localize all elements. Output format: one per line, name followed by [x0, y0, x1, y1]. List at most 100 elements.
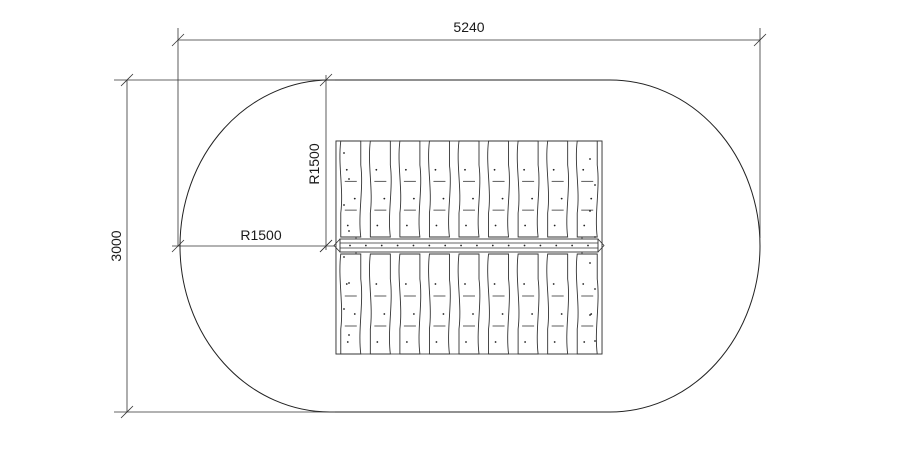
deck-bolt — [353, 197, 356, 200]
dimension-radius-horizontal: R1500 — [171, 227, 335, 253]
deck-post-bolt — [348, 230, 350, 232]
deck-bolt — [553, 341, 556, 343]
stadium-outline — [179, 79, 761, 413]
deck-beam-end-left — [333, 238, 341, 253]
deck-bolt — [494, 341, 497, 343]
deck-bolt — [412, 197, 415, 200]
deck-beam-bolt — [364, 244, 367, 247]
deck-plank-top-7 — [516, 140, 540, 238]
deck-bolt — [434, 168, 437, 171]
deck-bolt — [582, 283, 585, 285]
deck-bolt — [531, 197, 534, 200]
deck-beam-end-right — [597, 238, 605, 253]
dimension-label-length: 5240 — [453, 19, 484, 35]
deck-plank-bottom-3 — [398, 253, 422, 355]
deck-bolt — [353, 313, 356, 315]
deck-bolt — [494, 224, 497, 227]
deck-bolt — [472, 197, 474, 200]
deck-post-bolt — [343, 256, 345, 258]
deck-plank-bottom-6 — [487, 253, 510, 355]
deck-plank-top-4 — [428, 140, 451, 238]
deck-beam-bolt — [428, 244, 431, 247]
deck-bolt — [553, 224, 556, 227]
deck-post-bolt — [589, 314, 591, 316]
dimension-label-width: 3000 — [108, 230, 124, 261]
deck-bolt — [582, 168, 585, 171]
dimension-radius-vertical: R1500 — [306, 73, 333, 253]
dimension-label-radius-horizontal: R1500 — [240, 227, 281, 243]
deck-plank-top-6 — [487, 140, 510, 238]
deck-bolt — [435, 224, 438, 227]
deck-beam-bolt — [476, 244, 478, 247]
deck-post-bolt — [348, 282, 350, 284]
deck-bolt — [552, 283, 555, 285]
deck-plank-top-2 — [369, 140, 392, 238]
deck-plank-bottom-7 — [516, 253, 540, 355]
deck-beam-bolt — [412, 244, 415, 247]
deck-plank-top-9 — [575, 140, 599, 238]
deck-bolt — [524, 224, 527, 227]
deck-beam-bolt — [523, 244, 526, 247]
deck-post-bolt — [343, 152, 345, 154]
deck-plank-top-8 — [546, 140, 569, 238]
deck-post-bolt — [348, 178, 350, 180]
deck-bolt — [442, 197, 445, 200]
deck-beam-bolt — [396, 244, 399, 247]
deck-bolt — [493, 168, 496, 171]
deck-beam-bolt — [587, 244, 589, 247]
deck-beam-bolt — [380, 244, 383, 247]
deck-bolt — [590, 313, 593, 315]
deck-plank-bottom-4 — [428, 253, 451, 355]
deck-bolt — [501, 197, 504, 200]
deck-bolt — [501, 313, 504, 315]
deck-post-bolt — [343, 204, 345, 206]
deck-beam-bolt — [349, 244, 351, 247]
deck-post-bolt — [589, 262, 591, 264]
deck-bolt — [376, 341, 379, 343]
deck-bolt — [346, 341, 349, 343]
deck-bolt — [523, 168, 526, 171]
deck-plank-bottom-2 — [369, 253, 392, 355]
deck-bolt — [345, 168, 348, 171]
dimension-label-radius-vertical: R1500 — [306, 143, 322, 184]
deck-bolt — [404, 283, 407, 285]
deck-bolt — [346, 224, 349, 227]
deck-bolt — [531, 313, 534, 315]
deck-beam-bolt — [571, 244, 574, 247]
deck-plank-bottom-9 — [575, 253, 599, 355]
deck-beam-bolt — [507, 244, 510, 247]
deck-bolt — [493, 283, 496, 285]
deck-bolt — [465, 341, 467, 343]
deck-bolt — [376, 224, 379, 227]
deck-center-beam — [339, 238, 599, 253]
deck-bolt — [383, 197, 386, 200]
deck-beam-bolt — [539, 244, 542, 247]
deck-bolt — [375, 283, 378, 285]
deck-bolt — [560, 197, 563, 200]
deck-bolt — [345, 283, 348, 285]
deck-bolt — [405, 224, 408, 227]
deck-bolt — [472, 313, 474, 315]
deck-bolt — [464, 283, 466, 285]
deck-beam-bolt — [460, 244, 462, 247]
deck-bolt — [524, 341, 527, 343]
deck-bolt — [583, 341, 586, 343]
deck-post-bolt — [594, 340, 596, 342]
deck-post-bolt — [348, 334, 350, 336]
deck-post-bolt — [343, 308, 345, 310]
deck-post-bolt — [589, 158, 591, 160]
deck-structure — [333, 140, 605, 355]
deck-bolt — [590, 197, 593, 200]
deck-bolt — [434, 283, 437, 285]
deck-beam-bolt — [555, 244, 558, 247]
deck-plank-top-1 — [339, 140, 363, 238]
deck-bolt — [404, 168, 407, 171]
dimension-overall-length: 5240 — [171, 19, 767, 246]
deck-bolt — [375, 168, 378, 171]
deck-bolt — [405, 341, 408, 343]
deck-bolt — [465, 224, 467, 227]
deck-plank-bottom-1 — [339, 253, 363, 355]
deck-bolt — [523, 283, 526, 285]
deck-beam-bolt — [444, 244, 447, 247]
